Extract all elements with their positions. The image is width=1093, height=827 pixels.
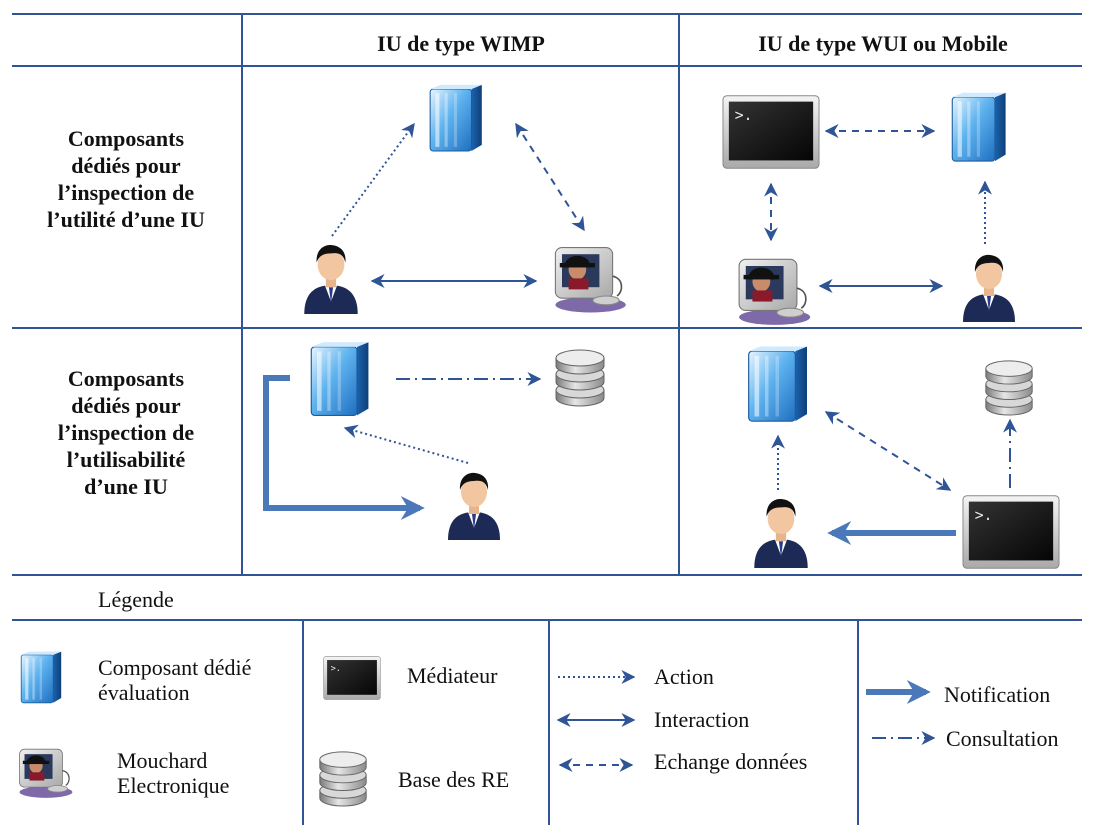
row-header-utilite: Composants dédiés pour l’inspection de l…: [12, 125, 240, 233]
legend-line: Mouchard: [117, 748, 208, 773]
user-icon: [448, 472, 500, 540]
mediateur-icon: [722, 95, 820, 169]
legend-echange-label: Echange données: [654, 749, 808, 774]
notification-arrow: [263, 375, 425, 520]
database-icon: [555, 349, 605, 407]
legend-consultation-label: Consultation: [946, 726, 1059, 751]
legend-line: Electronique: [117, 773, 230, 798]
legend-action-label: Action: [654, 664, 714, 689]
component-icon: [429, 84, 483, 152]
cell-wimp-utilite: [304, 84, 627, 314]
legend-base-label: Base des RE: [398, 767, 510, 792]
component-icon: [748, 345, 808, 422]
row-header-line: l’utilisabilité: [66, 447, 186, 472]
user-icon: [754, 498, 808, 568]
legend-title: Légende: [98, 587, 174, 612]
row-header-line: l’inspection de: [57, 420, 195, 445]
echange-arrow: [515, 122, 585, 232]
legend-component-icon: [20, 651, 62, 704]
spy-icon: [554, 246, 627, 314]
row-header-line: l’inspection de: [57, 180, 195, 205]
column-header-wui: IU de type WUI ou Mobile: [758, 31, 1008, 56]
legend-interaction-label: Interaction: [654, 707, 750, 732]
echange-arrow: [824, 411, 952, 491]
legend-mediateur-icon: [323, 656, 381, 700]
cell-wui-utilite: [722, 92, 1015, 326]
database-icon: [985, 360, 1033, 416]
row-header-line: dédiés pour: [71, 393, 181, 418]
row-header-line: Composants: [67, 126, 185, 151]
mediateur-icon: [962, 495, 1060, 569]
user-icon: [963, 254, 1015, 322]
component-icon: [951, 92, 1007, 162]
legend-spy-icon: [18, 748, 73, 799]
row-header-line: dédiés pour: [71, 153, 181, 178]
legend-mouchard-label: Mouchard Electronique: [117, 748, 229, 798]
row-header-line: Composants: [67, 366, 185, 391]
user-icon: [304, 244, 358, 314]
row-header-line: d’une IU: [84, 474, 168, 499]
legend-line: évaluation: [98, 680, 190, 705]
legend-composant-label: Composant dédié évaluation: [98, 655, 251, 705]
legend-icons: [18, 651, 936, 807]
legend-notification-label: Notification: [944, 682, 1051, 707]
legend-line: Composant dédié: [98, 655, 252, 680]
row-header-utilisabilite: Composants dédiés pour l’inspection de l…: [12, 365, 240, 500]
row-header-line: l’utilité d’une IU: [47, 207, 205, 232]
column-header-wimp: IU de type WIMP: [377, 31, 545, 56]
cell-wui-utilisabilite: [748, 345, 1060, 569]
component-icon: [310, 341, 370, 417]
legend-database-icon: [319, 751, 367, 807]
action-arrow: [331, 122, 415, 237]
action-arrow: [343, 424, 469, 464]
cell-wimp-utilisabilite: [263, 341, 605, 540]
legend-mediateur-label: Médiateur: [407, 663, 498, 688]
grid-lines: [12, 13, 1082, 825]
spy-icon: [738, 258, 812, 326]
